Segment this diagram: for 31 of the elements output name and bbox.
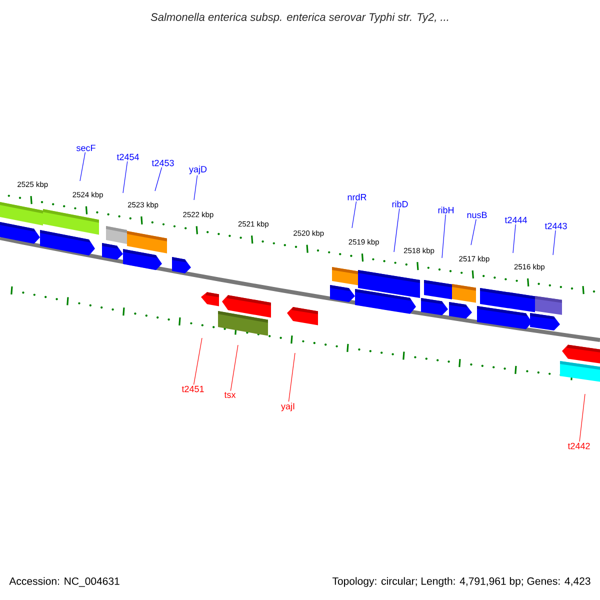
leader-line	[470, 219, 476, 246]
leader-line	[512, 224, 516, 254]
genome-info-text: Topology: circular; Length: 4,791,961 bp; Genes: 4,423	[332, 577, 590, 587]
gene-label: ribH	[438, 206, 454, 214]
gene-label: secF	[76, 144, 96, 152]
leader-line	[442, 214, 446, 258]
gene-label: t2443	[544, 222, 567, 230]
gene-label: ribD	[392, 200, 408, 208]
title: Salmonella enterica subsp. enterica serovar Typhi str. Ty2, ...	[150, 12, 448, 24]
gene-label: yajD	[189, 166, 207, 174]
leader-line	[552, 230, 556, 256]
gene-label: t2454	[116, 154, 139, 160]
leader-line	[154, 167, 162, 192]
gene-label: t2451	[182, 386, 204, 392]
leader-line	[193, 338, 202, 385]
gene-label: tsx	[224, 392, 236, 398]
leader-line	[579, 394, 586, 442]
gene-label: t2453	[152, 160, 174, 166]
leader-line	[80, 152, 86, 182]
leader-line	[122, 161, 128, 194]
gene-label: yajI	[281, 402, 294, 412]
leader-line	[352, 201, 357, 228]
leader-line	[394, 208, 400, 252]
gene-label: nusB	[467, 212, 487, 218]
leader-line	[230, 344, 238, 392]
gene-label: nrdR	[348, 194, 366, 200]
gene-label: t2442	[568, 442, 590, 450]
leader-line	[288, 352, 296, 402]
leader-line	[194, 175, 198, 200]
accession-text: Accession: NC_004631	[9, 577, 120, 587]
gene-label: t2444	[504, 216, 527, 224]
